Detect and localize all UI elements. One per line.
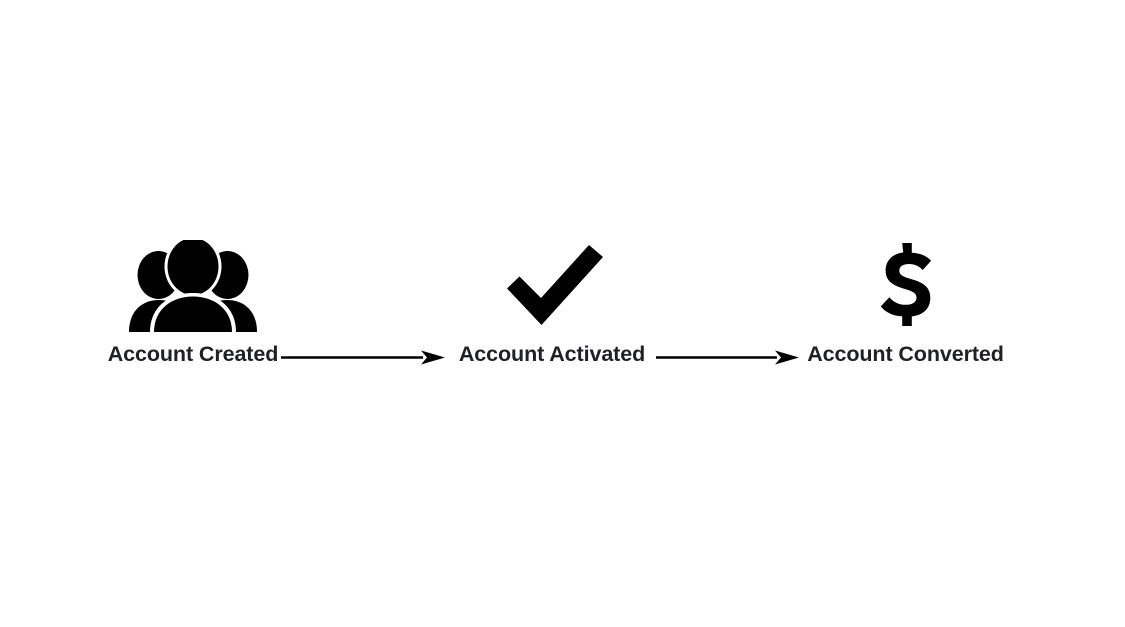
stage-label-account-activated: Account Activated (458, 342, 646, 366)
dollar-sign-icon (878, 240, 934, 332)
connector-activated-to-converted (656, 346, 799, 370)
people-group-icon (129, 235, 257, 332)
stage-account-activated[interactable]: Account Activated (459, 240, 645, 366)
check-mark-icon (500, 240, 604, 332)
stage-account-created[interactable]: Account Created (100, 235, 286, 366)
stage-account-converted[interactable]: Account Converted (807, 240, 1004, 366)
stage-label-account-created: Account Created (107, 342, 279, 366)
stage-label-account-converted: Account Converted (807, 342, 1004, 366)
connector-created-to-activated (281, 346, 445, 370)
